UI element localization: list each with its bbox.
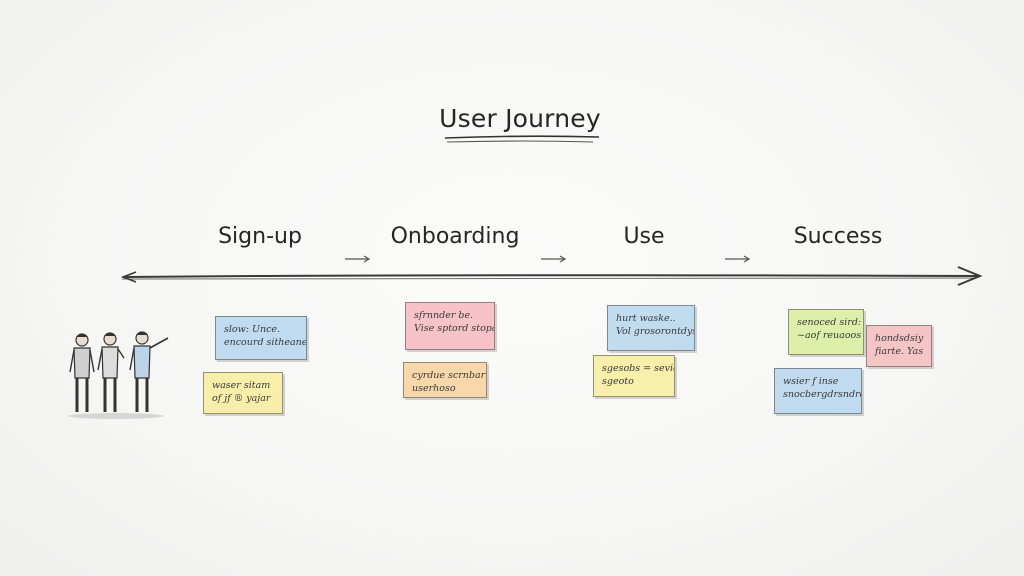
sticky-note-onboarding-2: cyrdue scrnbartum userhoso — [403, 362, 487, 398]
sticky-note-success-2: hondsdsiy fiarte. Yas — [866, 325, 932, 367]
note-text: wsier f inse — [783, 376, 839, 387]
note-text: hurt waske.. — [616, 313, 676, 324]
note-text: Vise sptord stopaxito — [414, 323, 494, 334]
sticky-note-sign-up-1: slow: Unce. encourd sitheane. — [215, 316, 307, 360]
note-text: slow: Unce. — [224, 324, 281, 335]
sticky-note-sign-up-2: waser sitam of jf ® yajar — [203, 372, 283, 414]
note-text: fiarte. Yas — [875, 346, 924, 357]
diagram-title: User Journey — [439, 104, 601, 133]
connector-arrow-icon — [541, 255, 567, 263]
note-text: sgesobs = seviede — [602, 363, 674, 374]
connector-arrow-icon — [725, 255, 751, 263]
note-text: waser sitam — [212, 380, 271, 391]
team-people-sketch — [68, 331, 169, 419]
note-text: sfrnnder be. — [414, 310, 474, 321]
connector-arrow-icon — [345, 255, 371, 263]
note-text: encourd sitheane. — [224, 337, 307, 348]
note-text: snocbergdrsndrdo. — [783, 389, 861, 400]
timeline-arrow — [120, 266, 983, 286]
note-text: ~aof reuaoos — [797, 330, 862, 341]
sticky-note-success-1: senoced sird: canu ~aof reuaoos — [788, 309, 864, 355]
stage-label-onboarding: Onboarding — [390, 224, 520, 249]
title-underline — [444, 135, 600, 143]
sticky-note-use-1: hurt waske.. Vol grosorontdystime — [607, 305, 695, 351]
note-text: senoced sird: canu — [797, 317, 863, 328]
stage-label-sign-up: Sign-up — [218, 224, 302, 249]
note-text: userhoso — [412, 383, 456, 394]
note-text: cyrdue scrnbartum — [412, 370, 486, 381]
note-text: hondsdsiy — [875, 333, 924, 344]
note-text: of jf ® yajar — [212, 393, 271, 404]
sticky-note-use-2: sgesobs = seviede sgeoto — [593, 355, 675, 397]
sticky-note-success-3: wsier f inse snocbergdrsndrdo. — [774, 368, 862, 414]
stage-label-use: Use — [623, 224, 665, 249]
note-text: Vol grosorontdystime — [616, 326, 694, 337]
note-text: sgeoto — [602, 376, 634, 387]
stage-label-success: Success — [793, 224, 883, 249]
sticky-note-onboarding-1: sfrnnder be. Vise sptord stopaxito — [405, 302, 495, 350]
